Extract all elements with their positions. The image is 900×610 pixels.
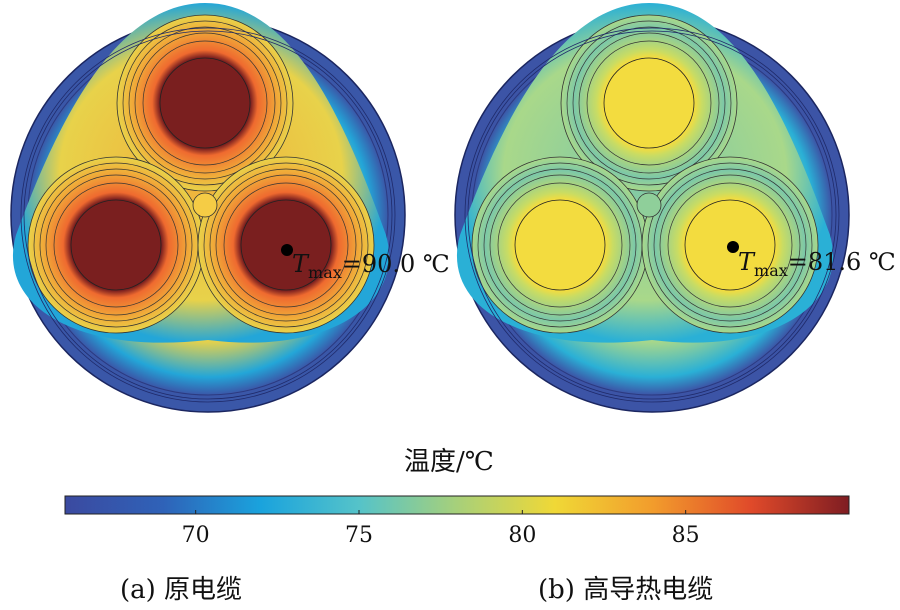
panel-original-cable: Tmax=90.0 ℃ bbox=[10, 3, 450, 413]
core-layer-ring bbox=[39, 168, 193, 322]
core-layer-ring bbox=[667, 182, 793, 308]
core-layer-ring bbox=[586, 40, 712, 166]
core-layer-ring bbox=[489, 174, 631, 316]
sheath-ring bbox=[464, 27, 840, 403]
core-layer-ring bbox=[578, 32, 720, 174]
tmax-label: Tmax=81.6 ℃ bbox=[738, 248, 896, 280]
tmax-marker bbox=[281, 244, 293, 256]
core-conductor bbox=[514, 199, 606, 291]
cable-core bbox=[27, 156, 205, 334]
caption-b: (b) 高导热电缆 bbox=[538, 575, 713, 605]
core-layer-ring bbox=[497, 182, 623, 308]
core-layer-ring bbox=[209, 168, 363, 322]
sheath-ring bbox=[20, 27, 396, 403]
center-filler-core bbox=[636, 192, 662, 218]
core-layer-ring bbox=[142, 40, 268, 166]
sheath-ring bbox=[467, 30, 837, 400]
core-layer-ring bbox=[647, 162, 813, 328]
core-layer-ring bbox=[653, 168, 807, 322]
core-layer-ring bbox=[203, 162, 369, 328]
cable-core bbox=[471, 156, 649, 334]
colorbar-tick-label: 85 bbox=[672, 523, 700, 548]
core-layer-ring bbox=[223, 182, 349, 308]
core-layer-ring bbox=[215, 174, 357, 316]
colorbar-title: 温度/℃ bbox=[404, 447, 494, 477]
cable-core bbox=[116, 14, 294, 192]
core-conductor bbox=[70, 199, 162, 291]
cable-core bbox=[560, 14, 738, 192]
panel-high-conductivity-cable: Tmax=81.6 ℃ bbox=[454, 3, 896, 413]
core-layer-ring bbox=[134, 32, 276, 174]
colorbar-tick-label: 75 bbox=[345, 523, 373, 548]
colorbar-gradient bbox=[64, 495, 850, 515]
colorbar-tick-label: 80 bbox=[508, 523, 536, 548]
sheath-ring bbox=[23, 30, 393, 400]
colorbar-ticks: 70 75 80 85 bbox=[182, 510, 700, 548]
tmax-label: Tmax=90.0 ℃ bbox=[292, 250, 450, 282]
core-layer-ring bbox=[572, 26, 726, 180]
core-layer-ring bbox=[53, 182, 179, 308]
tmax-marker bbox=[727, 241, 739, 253]
core-layer-ring bbox=[659, 174, 801, 316]
core-layer-ring bbox=[122, 20, 288, 186]
core-layer-ring bbox=[45, 174, 187, 316]
core-layer-ring bbox=[128, 26, 282, 180]
caption-a: (a) 原电缆 bbox=[120, 575, 242, 605]
core-conductor bbox=[159, 57, 251, 149]
colorbar-tick-label: 70 bbox=[182, 523, 210, 548]
core-conductor bbox=[603, 57, 695, 149]
core-layer-ring bbox=[566, 20, 732, 186]
center-filler-core bbox=[192, 192, 218, 218]
core-layer-ring bbox=[483, 168, 637, 322]
